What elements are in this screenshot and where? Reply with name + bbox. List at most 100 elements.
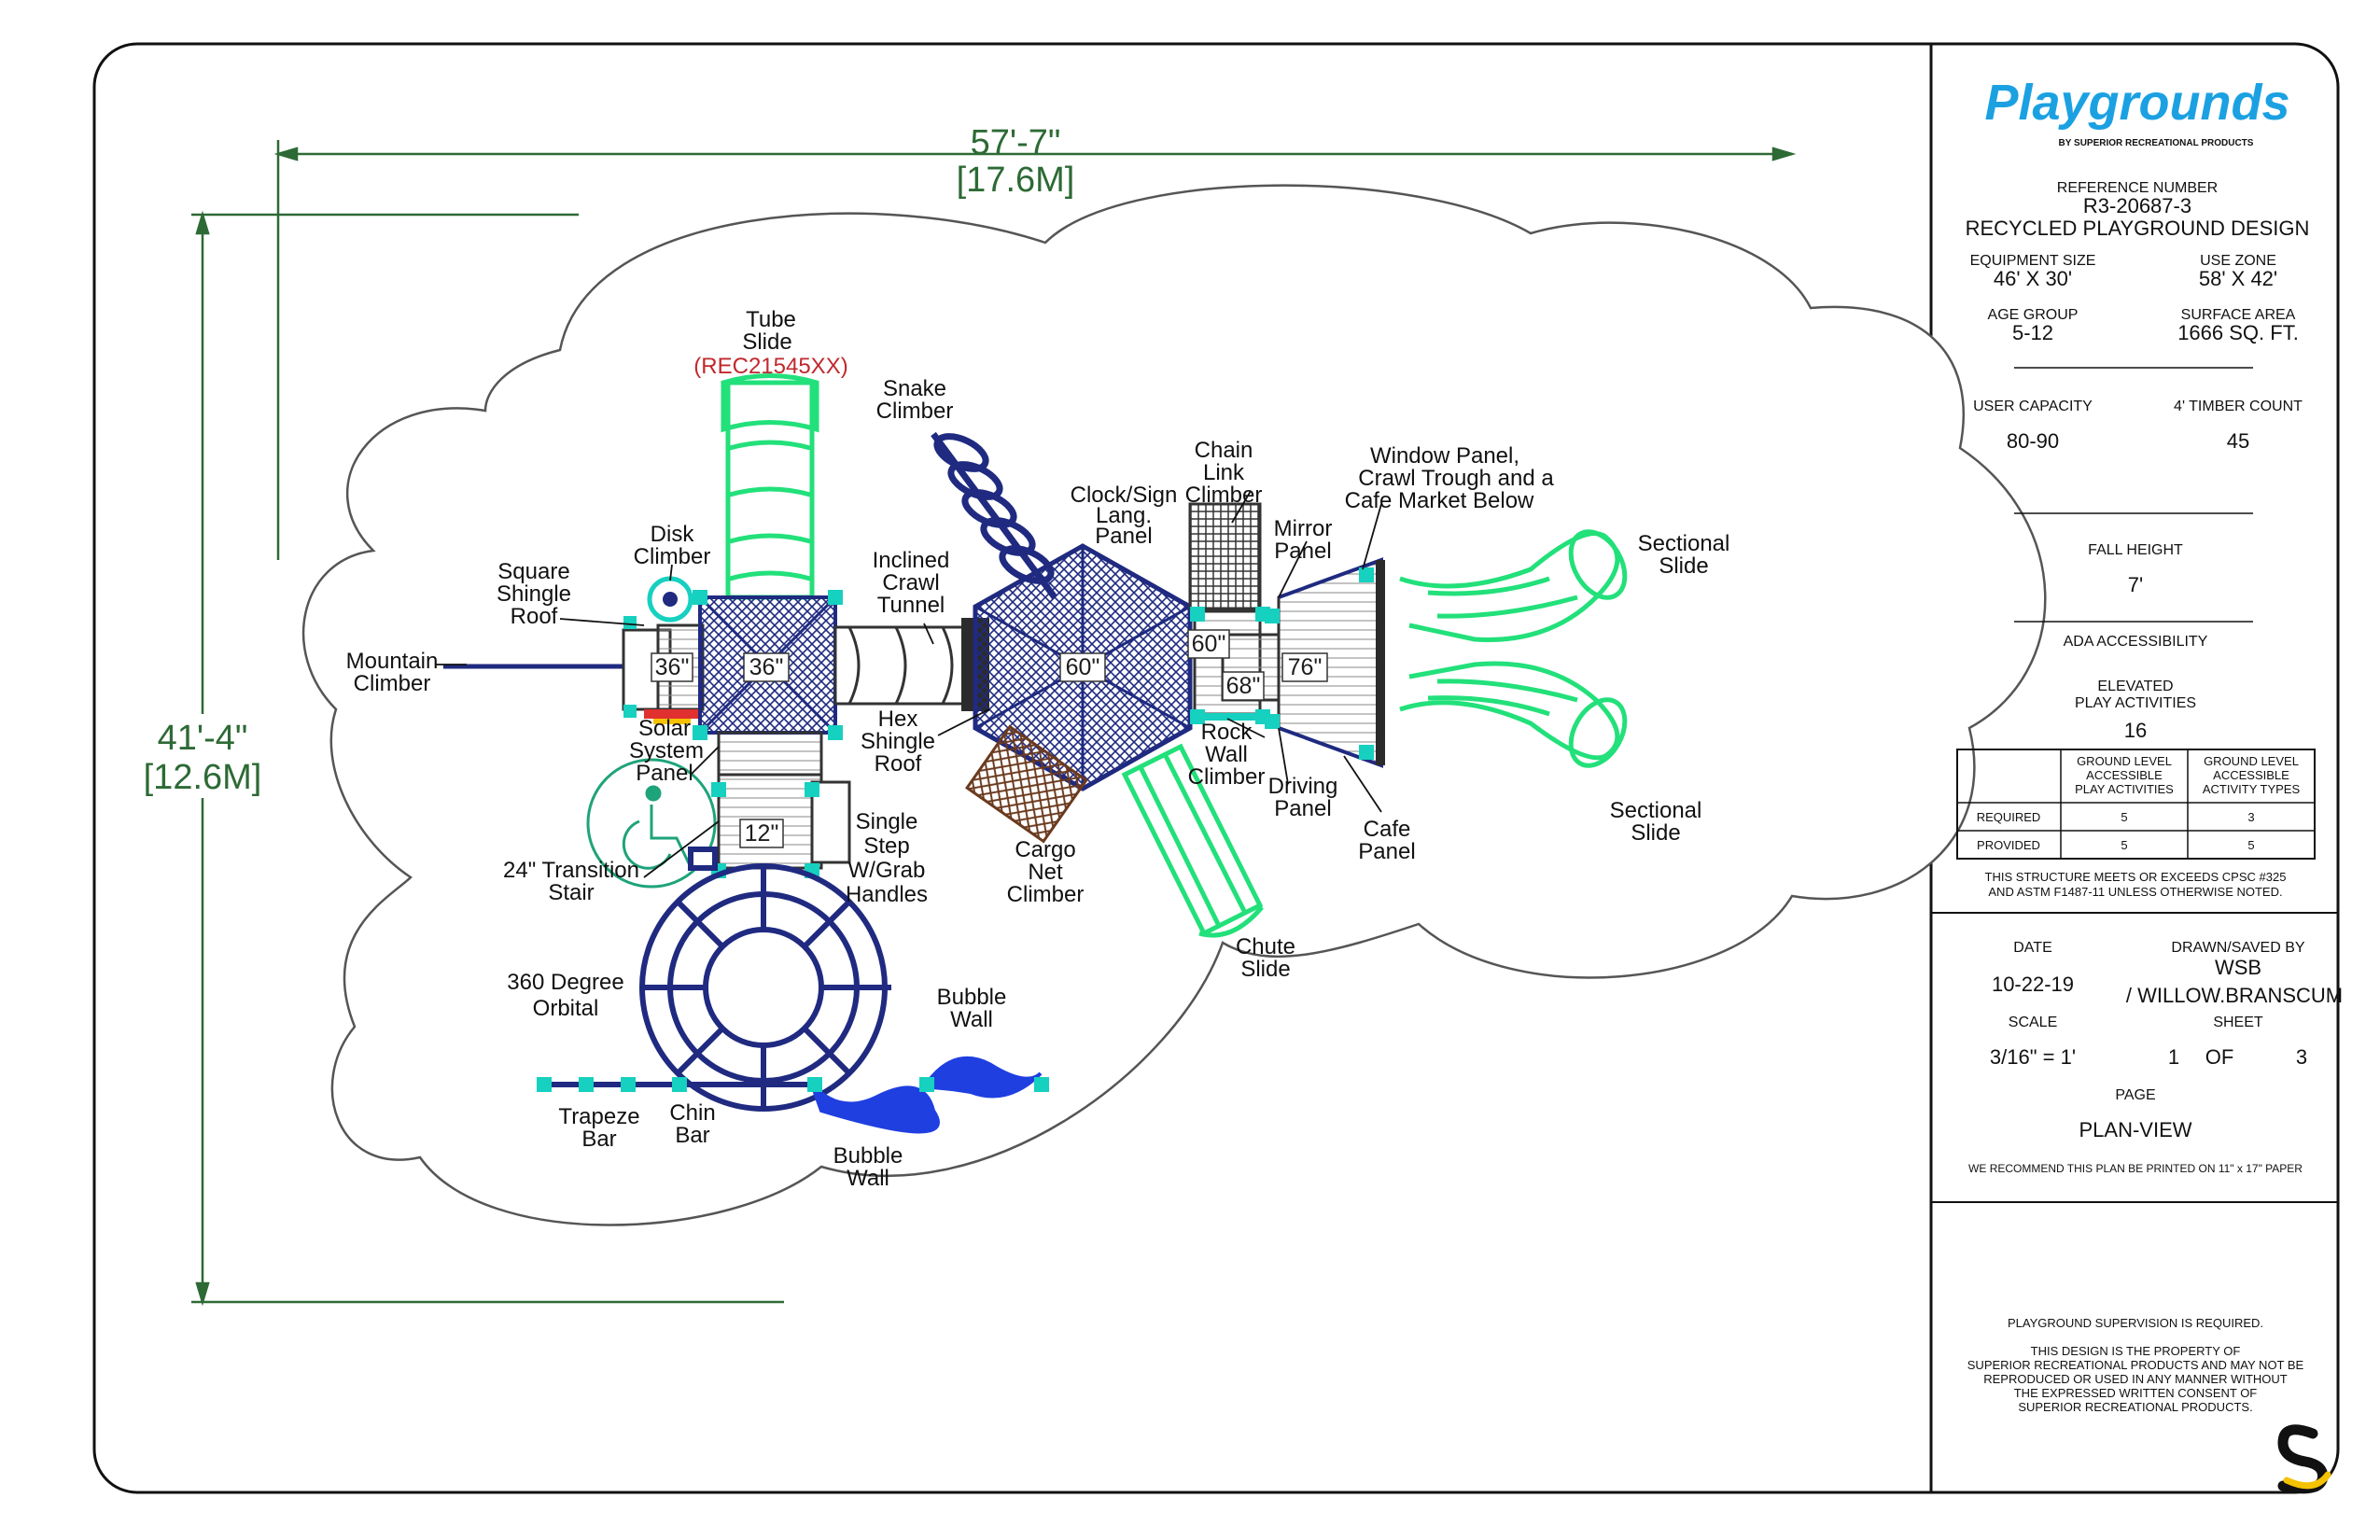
svg-text:REPRODUCED OR USED IN ANY MANN: REPRODUCED OR USED IN ANY MANNER WITHOUT	[1983, 1372, 2288, 1386]
superior-s-logo-icon	[2277, 1424, 2331, 1494]
height-dimension-m: [12.6M]	[144, 758, 262, 797]
svg-text:ACTIVITY TYPES: ACTIVITY TYPES	[2203, 782, 2301, 796]
svg-text:PLAY ACTIVITIES: PLAY ACTIVITIES	[2075, 695, 2196, 711]
table-row-label-required: REQUIRED	[1977, 810, 2041, 824]
svg-text:46' X 30': 46' X 30'	[1994, 267, 2072, 290]
svg-text:60": 60"	[1192, 631, 1226, 657]
svg-text:SUPERIOR RECREATIONAL PRODUCTS: SUPERIOR RECREATIONAL PRODUCTS AND MAY N…	[1967, 1358, 2304, 1372]
svg-text:ACCESSIBLE: ACCESSIBLE	[2213, 768, 2289, 782]
svg-text:PLAY ACTIVITIES: PLAY ACTIVITIES	[2075, 782, 2174, 796]
svg-text:SHEET: SHEET	[2213, 1015, 2263, 1030]
svg-text:R3-20687-3: R3-20687-3	[2083, 194, 2191, 217]
svg-text:3/16" = 1': 3/16" = 1'	[1990, 1045, 2076, 1069]
svg-text:7': 7'	[2128, 573, 2143, 596]
inclined-crawl-tunnel	[833, 618, 989, 711]
svg-text:5-12: 5-12	[2012, 321, 2053, 344]
label-tube-slide-code: (REC21545XX)	[693, 354, 847, 379]
svg-text:THE EXPRESSED WRITTEN CONSENT: THE EXPRESSED WRITTEN CONSENT OF	[2014, 1386, 2258, 1400]
orbital-360	[639, 847, 891, 1112]
svg-text:12": 12"	[745, 820, 779, 847]
svg-text:USE ZONE: USE ZONE	[2200, 253, 2276, 269]
brand-subtitle: BY SUPERIOR RECREATIONAL PRODUCTS	[2059, 138, 2254, 148]
svg-text:GROUND LEVEL: GROUND LEVEL	[2077, 754, 2172, 768]
svg-text:68": 68"	[1226, 673, 1261, 699]
svg-text:ADA ACCESSIBILITY: ADA ACCESSIBILITY	[2064, 634, 2208, 650]
svg-text:FALL HEIGHT: FALL HEIGHT	[2088, 542, 2183, 558]
svg-text:80-90: 80-90	[2007, 429, 2059, 453]
width-dimension-m: [17.6M]	[957, 161, 1075, 200]
svg-text:AND ASTM F1487-11 UNLESS OTHER: AND ASTM F1487-11 UNLESS OTHERWISE NOTED…	[1988, 885, 2282, 899]
svg-text:58' X 42': 58' X 42'	[2199, 267, 2277, 290]
svg-text:ELEVATED: ELEVATED	[2097, 679, 2173, 694]
svg-text:10-22-19: 10-22-19	[1992, 973, 2074, 996]
svg-text:RECYCLED PLAYGROUND DESIGN: RECYCLED PLAYGROUND DESIGN	[1966, 217, 2310, 240]
height-dimension-ft: 41'-4"	[158, 719, 248, 758]
svg-text:/ WILLOW.BRANSCUM: / WILLOW.BRANSCUM	[2126, 984, 2343, 1007]
svg-text:SUPERIOR RECREATIONAL PRODUCTS: SUPERIOR RECREATIONAL PRODUCTS.	[2018, 1400, 2252, 1414]
svg-text:DATE: DATE	[2013, 940, 2051, 956]
svg-text:5: 5	[2121, 838, 2127, 852]
sectional-slide-bottom	[1399, 661, 1628, 768]
equipment-plan: 36" 36" 60" 60" 68" 76" 12"	[435, 373, 1628, 1134]
svg-text:WE RECOMMEND THIS PLAN BE PRIN: WE RECOMMEND THIS PLAN BE PRINTED ON 11"…	[1968, 1162, 2303, 1175]
svg-text:SURFACE AREA: SURFACE AREA	[2181, 307, 2296, 323]
chute-slide	[1121, 743, 1264, 938]
svg-text:5: 5	[2247, 838, 2254, 852]
svg-text:3: 3	[2296, 1045, 2307, 1069]
svg-text:PLAYGROUND SUPERVISION IS REQU: PLAYGROUND SUPERVISION IS REQUIRED.	[2008, 1316, 2263, 1330]
snake-climber	[931, 431, 1057, 600]
svg-text:45: 45	[2227, 429, 2249, 453]
width-dimension	[273, 140, 1797, 560]
cargo-net-climber	[965, 724, 1088, 844]
svg-text:3: 3	[2247, 810, 2254, 824]
svg-text:OF: OF	[2205, 1045, 2234, 1069]
svg-text:36": 36"	[749, 654, 784, 680]
svg-text:SCALE: SCALE	[2009, 1015, 2057, 1030]
svg-text:76": 76"	[1288, 654, 1323, 680]
svg-text:36": 36"	[655, 654, 690, 680]
svg-text:DRAWN/SAVED BY: DRAWN/SAVED BY	[2171, 940, 2304, 956]
svg-text:PAGE: PAGE	[2115, 1087, 2155, 1103]
sectional-slide-top	[1399, 529, 1628, 642]
chain-link-climber	[1188, 502, 1262, 610]
svg-text:EQUIPMENT SIZE: EQUIPMENT SIZE	[1970, 253, 2096, 269]
svg-text:60": 60"	[1066, 654, 1100, 680]
svg-text:ACCESSIBLE: ACCESSIBLE	[2086, 768, 2163, 782]
svg-text:5: 5	[2121, 810, 2127, 824]
bubble-wall	[807, 1056, 1049, 1134]
brand-logo: Playgrounds	[1984, 75, 2289, 131]
svg-text:THIS DESIGN IS THE PROPERTY OF: THIS DESIGN IS THE PROPERTY OF	[2031, 1344, 2241, 1358]
deck-76-triangle	[1265, 557, 1385, 768]
width-dimension-ft: 57'-7"	[971, 123, 1061, 162]
svg-text:16: 16	[2124, 719, 2147, 742]
svg-text:THIS STRUCTURE MEETS OR EXCEED: THIS STRUCTURE MEETS OR EXCEEDS CPSC #32…	[1985, 870, 2287, 884]
svg-text:PLAN-VIEW: PLAN-VIEW	[2079, 1118, 2191, 1141]
deck-height-labels: 36" 36" 60" 60" 68" 76" 12"	[651, 629, 1328, 848]
trapeze-chin-bar	[537, 1077, 812, 1092]
svg-text:AGE GROUP: AGE GROUP	[1988, 307, 2079, 323]
